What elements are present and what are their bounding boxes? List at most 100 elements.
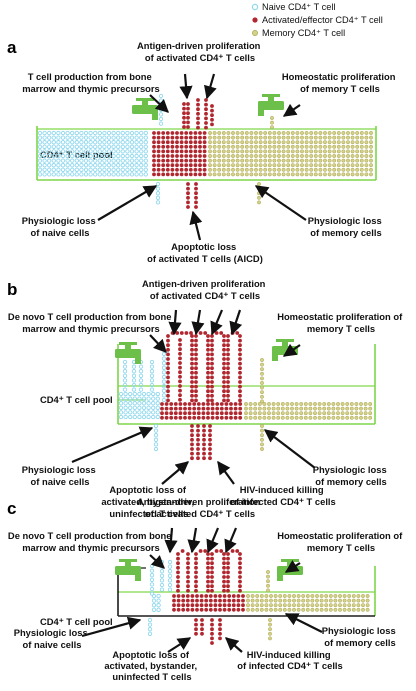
memory-cell — [240, 154, 245, 158]
activated-cell — [165, 131, 170, 135]
memory-cell — [300, 158, 304, 163]
activated-cell — [190, 393, 194, 398]
naive-cell — [132, 405, 137, 410]
activated-cell — [186, 579, 190, 584]
naive-cell — [143, 163, 148, 168]
activated-cell — [185, 594, 190, 598]
naive-cell — [138, 387, 144, 392]
activated-cell — [210, 561, 214, 566]
activated-cell — [226, 584, 230, 589]
memory-cell — [350, 163, 355, 168]
naive-cell — [139, 144, 144, 149]
naive-cell — [129, 163, 135, 168]
memory-cell — [250, 603, 255, 608]
memory-cell — [282, 594, 287, 598]
activated-cell — [196, 98, 200, 102]
activated-cell — [175, 131, 179, 135]
naive-cell — [60, 158, 66, 163]
memory-cell — [347, 603, 352, 608]
activated-cell — [210, 334, 214, 338]
activated-cell — [178, 361, 182, 365]
memory-cell — [259, 594, 264, 598]
naive-cell — [60, 163, 66, 168]
memory-cell — [271, 406, 276, 411]
memory-cell — [263, 144, 268, 149]
activated-cell — [161, 163, 166, 168]
memory-cell — [300, 167, 304, 172]
activated-cell — [178, 342, 182, 347]
naive-cell — [137, 391, 142, 397]
activated-cell — [206, 334, 210, 338]
activated-cell — [210, 393, 214, 398]
activated-cell — [210, 575, 214, 579]
naive-cell — [74, 140, 79, 145]
naive-cell — [88, 144, 93, 149]
memory-cell — [253, 411, 258, 416]
activated-cell — [208, 447, 212, 451]
memory-cell — [226, 172, 231, 177]
activated-cell — [186, 200, 190, 205]
memory-cell — [355, 149, 360, 154]
panel-c-pool-label: CD4⁺ T cell pool — [40, 616, 113, 627]
memory-cell — [267, 406, 271, 411]
panel-b-antigen-arrow-3 — [210, 309, 224, 336]
naive-legend-marker — [251, 3, 259, 11]
panel-b-loss-memory-label: Physiologic loss of memory cells — [313, 464, 390, 487]
memory-cell — [260, 385, 264, 390]
activated-cell — [202, 154, 207, 158]
memory-cell — [309, 154, 314, 158]
naive-cell — [167, 578, 173, 583]
memory-cell — [327, 140, 332, 145]
memory-cell — [365, 603, 370, 608]
activated-cell — [184, 158, 189, 163]
activated-cell — [194, 370, 198, 375]
activated-cell — [170, 172, 175, 177]
panel-c-hiv-label: HIV-induced killing of infected CD4⁺ T c… — [237, 649, 343, 671]
memory-cell — [244, 167, 249, 172]
activated-cell — [156, 154, 161, 158]
panel-a-apoptotic-arrow — [189, 210, 203, 241]
activated-cell — [204, 121, 208, 125]
activated-cell — [190, 594, 195, 598]
memory-cell — [359, 406, 363, 411]
memory-cell — [254, 131, 258, 135]
memory-cell — [286, 158, 291, 163]
memory-cell — [309, 144, 314, 149]
memory-cell — [260, 394, 264, 399]
activated-cell — [206, 389, 210, 394]
memory-cell — [244, 163, 249, 168]
memory-cell — [271, 411, 276, 416]
memory-cell — [277, 140, 281, 145]
memory-cell — [258, 172, 263, 177]
memory-cell — [208, 144, 212, 149]
memory-cell — [300, 154, 304, 158]
activated-cell — [222, 579, 226, 584]
activated-cell — [195, 594, 199, 598]
activated-cell — [160, 406, 164, 411]
activated-cell — [194, 561, 198, 566]
memory-cell — [336, 402, 340, 406]
naive-cell — [161, 365, 167, 370]
activated-cell — [160, 411, 164, 416]
naive-cell — [131, 378, 137, 383]
activated-cell — [188, 163, 193, 168]
memory-cell — [301, 594, 306, 598]
activated-cell — [183, 402, 187, 406]
memory-cell — [262, 406, 267, 411]
activated-cell — [206, 579, 210, 584]
naive-cell — [111, 153, 116, 159]
memory-cell — [257, 411, 262, 416]
activated-cell — [198, 144, 202, 149]
naive-cell — [47, 140, 52, 145]
naive-cell — [74, 163, 79, 168]
panel-c-antigen-arrow-3 — [206, 527, 220, 554]
memory-cell — [351, 607, 356, 612]
memory-cell — [296, 598, 301, 603]
naive-cell — [37, 153, 43, 159]
activated-cell — [184, 163, 189, 168]
naive-cell — [129, 158, 135, 163]
naive-cell — [153, 423, 159, 429]
activated-cell — [206, 398, 210, 403]
activated-cell — [208, 607, 213, 612]
activated-cell — [166, 375, 170, 380]
